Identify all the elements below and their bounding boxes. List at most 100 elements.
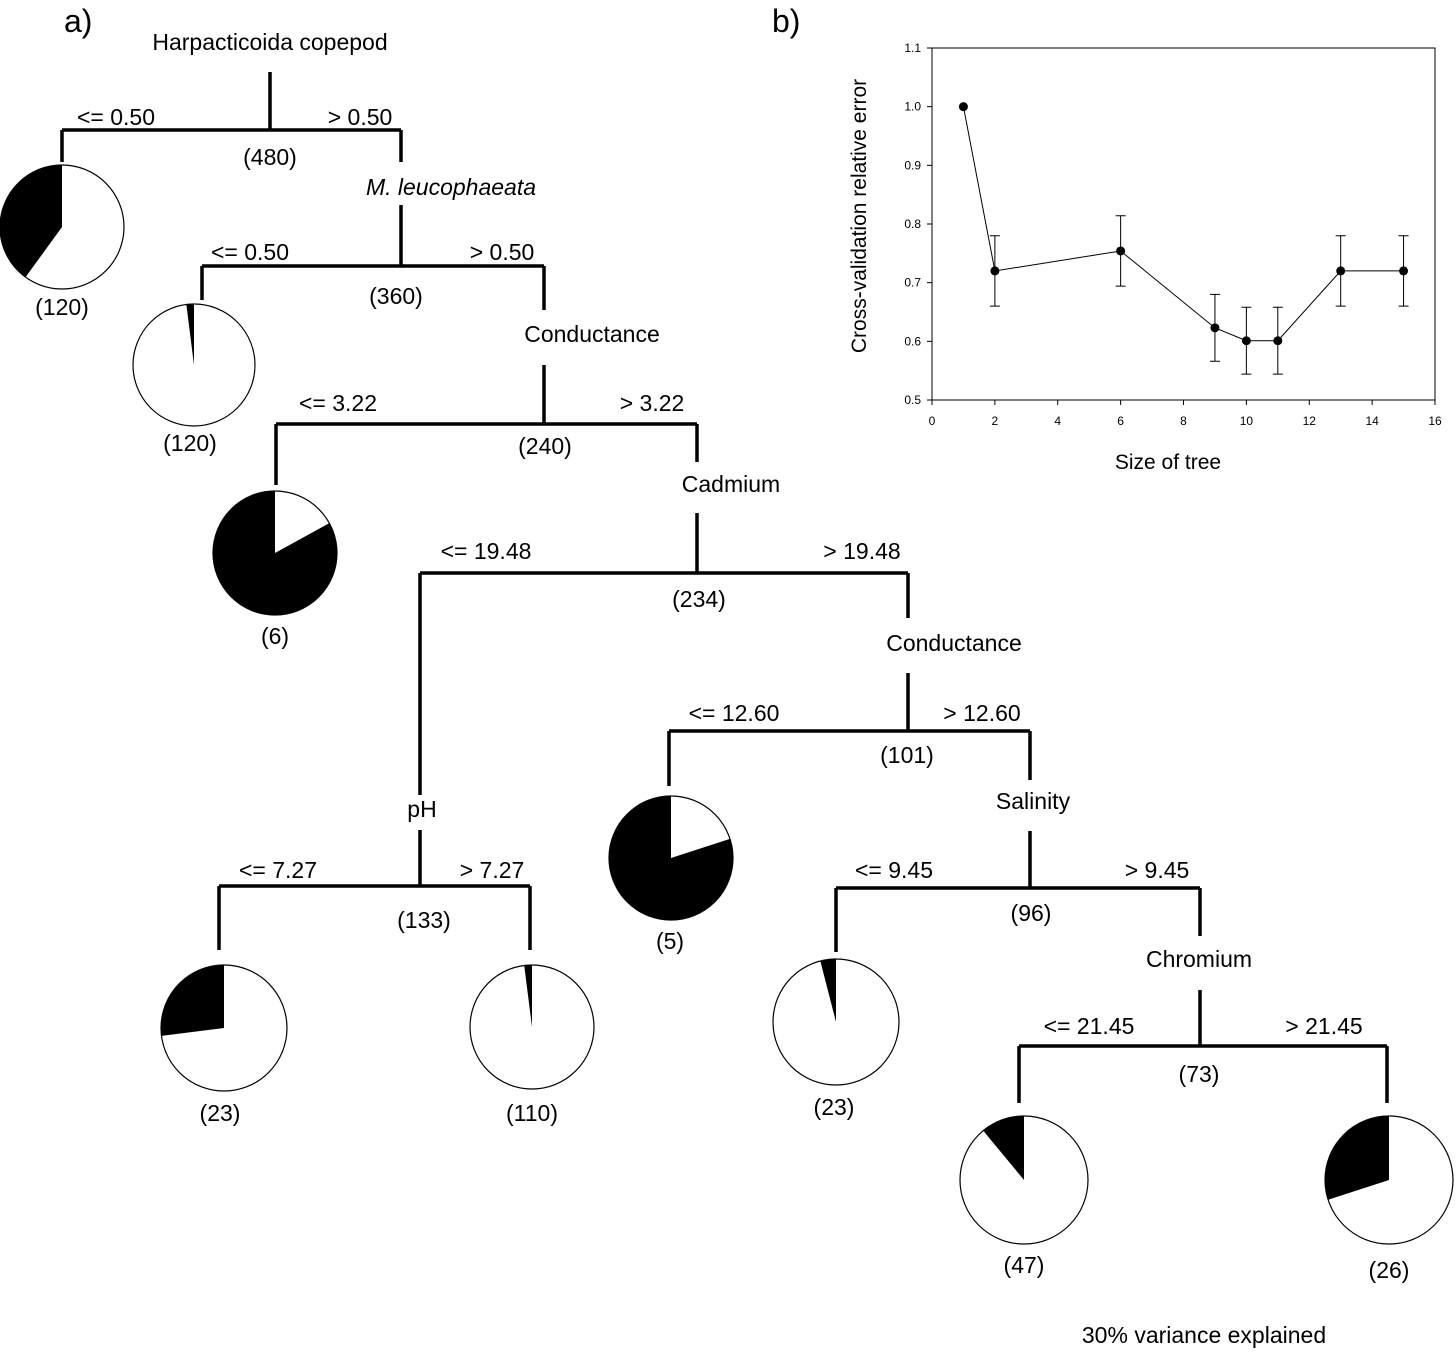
data-point	[1273, 336, 1283, 346]
leaf-count: (110)	[506, 1100, 558, 1126]
y-axis: 0.5 0.6 0.7 0.8 0.9 1.0 1.1	[904, 41, 932, 407]
leaf-count: (120)	[163, 430, 217, 456]
plot-frame	[931, 47, 1436, 401]
y-tick-label: 0.7	[904, 276, 921, 290]
node3-right-threshold: > 3.22	[620, 390, 685, 416]
node8-left-threshold: <= 21.45	[1044, 1013, 1135, 1039]
root-branch	[60, 72, 403, 162]
leaf-pie	[160, 964, 288, 1092]
node6-branch	[667, 673, 1032, 786]
node5-count: (133)	[397, 907, 451, 933]
root-right-threshold: > 0.50	[328, 104, 393, 130]
node4-right-threshold: > 19.48	[823, 538, 900, 564]
x-tick-label: 6	[1117, 414, 1124, 428]
cv-line	[962, 106, 1404, 342]
pie-black-share	[1324, 1116, 1389, 1200]
data-point	[1399, 266, 1409, 276]
x-tick-label: 0	[929, 414, 936, 428]
node7-branch	[834, 831, 1202, 952]
root-count: (480)	[243, 144, 297, 170]
data-point	[990, 266, 1000, 276]
y-axis-label: Cross-validation relative error	[848, 79, 871, 353]
node5-right-threshold: > 7.27	[460, 857, 525, 883]
pie-black-share	[820, 959, 836, 1022]
x-tick-label: 8	[1180, 414, 1187, 428]
leaf-pie	[212, 490, 338, 616]
leaf-count: (26)	[1369, 1257, 1410, 1283]
node5-left-threshold: <= 7.27	[239, 857, 317, 883]
cv-series	[958, 102, 1409, 375]
data-point	[1116, 246, 1126, 256]
x-tick-label: 10	[1240, 414, 1254, 428]
leaf-count: (23)	[200, 1100, 241, 1126]
node2-right-threshold: > 0.50	[470, 239, 535, 265]
y-tick-label: 0.5	[904, 393, 921, 407]
leaf-pie	[1324, 1115, 1454, 1245]
node3-split-label: Conductance	[524, 321, 660, 347]
data-point	[1241, 336, 1251, 346]
pie-black-share	[161, 965, 224, 1036]
node4-count: (234)	[672, 586, 726, 612]
x-axis: 0 2 4 6 8 10 12 14 16	[929, 400, 1442, 428]
x-tick-label: 16	[1428, 414, 1442, 428]
data-point	[1210, 323, 1220, 333]
y-tick-label: 0.6	[904, 334, 921, 348]
root-left-threshold: <= 0.50	[77, 104, 155, 130]
leaf-pie	[469, 964, 595, 1090]
x-tick-label: 12	[1303, 414, 1317, 428]
pie-black-share	[0, 165, 62, 278]
leaf-count: (120)	[35, 294, 89, 320]
data-point	[958, 102, 968, 112]
leaf-count: (5)	[656, 928, 684, 954]
node3-branch	[274, 365, 699, 485]
leaf-count: (23)	[814, 1094, 855, 1120]
node8-right-threshold: > 21.45	[1285, 1013, 1362, 1039]
y-tick-label: 0.9	[904, 158, 921, 172]
node2-split-label: M. leucophaeata	[366, 174, 536, 200]
node8-branch	[1017, 990, 1389, 1103]
y-tick-label: 1.0	[904, 100, 921, 114]
leaf-count: (47)	[1004, 1252, 1045, 1278]
node4-split-label: Cadmium	[682, 471, 780, 497]
node7-count: (96)	[1011, 900, 1052, 926]
node2-count: (360)	[369, 283, 423, 309]
y-tick-label: 0.8	[904, 217, 921, 231]
node4-left-threshold: <= 19.48	[441, 538, 532, 564]
regression-tree: Harpacticoida copepod <= 0.50 > 0.50 (48…	[0, 29, 1454, 1283]
pie-black-share	[212, 491, 337, 615]
node6-left-threshold: <= 12.60	[689, 700, 780, 726]
node6-split-label: Conductance	[886, 630, 1022, 656]
node6-count: (101)	[880, 742, 934, 768]
leaf-pie	[0, 164, 125, 290]
data-point	[1336, 266, 1346, 276]
pie-black-share	[524, 965, 532, 1027]
variance-explained-note: 30% variance explained	[1082, 1322, 1326, 1348]
pie-black-share	[608, 796, 733, 920]
panel-b-label: b)	[772, 3, 800, 39]
node7-left-threshold: <= 9.45	[855, 857, 933, 883]
node3-count: (240)	[518, 433, 572, 459]
y-tick-label: 1.1	[904, 41, 921, 55]
pie-black-share	[983, 1116, 1024, 1180]
node8-split-label: Chromium	[1146, 946, 1252, 972]
leaf-pie	[132, 303, 256, 427]
x-tick-label: 14	[1365, 414, 1379, 428]
x-tick-label: 4	[1054, 414, 1061, 428]
node6-right-threshold: > 12.60	[943, 700, 1020, 726]
node5-split-label: pH	[407, 796, 436, 822]
node2-branch	[200, 205, 546, 310]
node7-split-label: Salinity	[996, 788, 1071, 814]
pie-black-share	[186, 304, 194, 365]
node8-count: (73)	[1179, 1061, 1220, 1087]
leaf-count: (6)	[261, 623, 289, 649]
leaf-pie	[772, 958, 900, 1086]
leaf-pie	[959, 1115, 1089, 1245]
leaf-pie	[608, 795, 734, 921]
node4-branch	[418, 513, 910, 795]
leaf-pies	[0, 164, 1454, 1245]
x-tick-label: 2	[992, 414, 999, 428]
node2-left-threshold: <= 0.50	[211, 239, 289, 265]
node3-left-threshold: <= 3.22	[299, 390, 377, 416]
